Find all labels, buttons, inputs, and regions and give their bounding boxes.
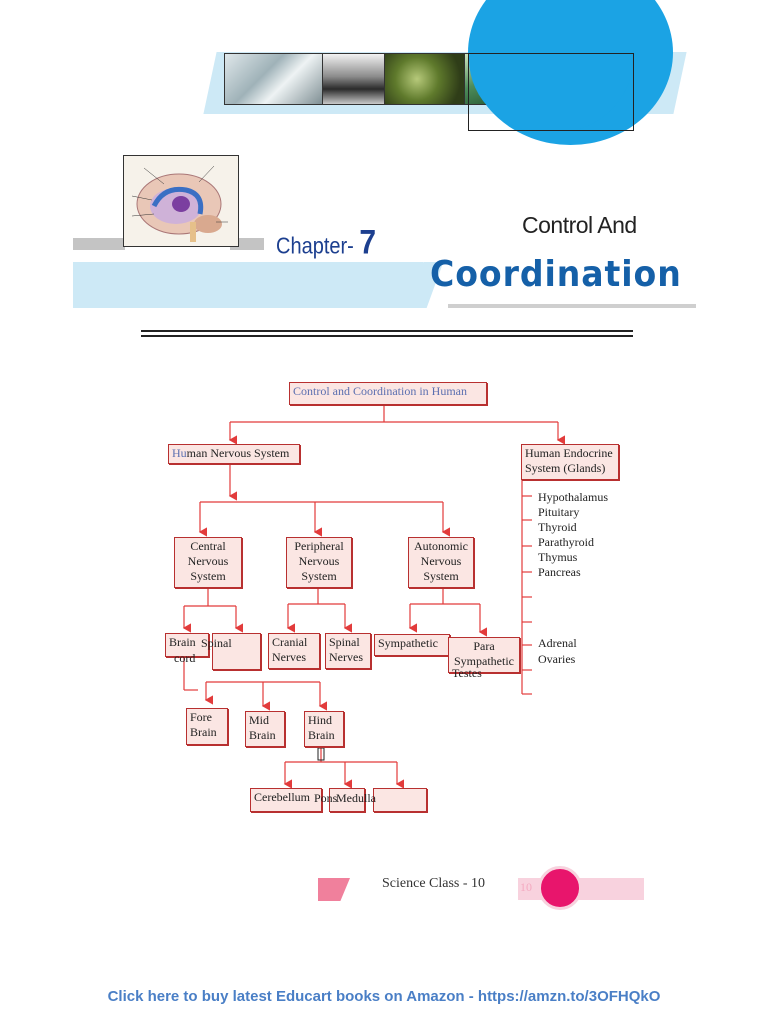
spinal-label: Spinal [201,636,232,650]
title-band [73,262,423,308]
nervous-system-node: Human Nervous System [168,444,300,464]
mid-brain-node: Mid Brain [245,711,285,747]
divider-top [141,330,633,332]
sympathetic-node: Sympathetic [374,634,450,656]
chapter-title-line1: Control And [522,212,637,238]
medulla-label: Medulla [336,791,376,805]
footer-book-title: Science Class - 10 [382,876,486,891]
spinal-cord-node [212,633,261,670]
pons-node [329,788,365,812]
brain-node: Brain [165,633,209,657]
dna-photo [224,53,324,105]
gland-adrenal: Adrenal [538,636,577,650]
gland-pituitary: Pituitary [538,505,580,519]
cerebellum-node: Cerebellum [250,788,322,812]
ans-node: Autonomic Nervous System [408,537,474,588]
gland-parathyroid: Parathyroid [538,535,594,549]
page-number-circle-icon [538,866,582,910]
brain-illustration [123,155,239,247]
chapter-number: 7 [359,223,377,262]
parasympathetic-node: Para Sympathetic [448,637,520,673]
hind-brain-node: Hind Brain [304,711,344,747]
footer-page-number: 10 [520,880,532,894]
cord-label: cord [174,651,196,665]
title-underline [448,304,696,308]
brain-icon [131,165,228,242]
gland-thymus: Thymus [538,550,578,564]
medulla-node [373,788,427,812]
endocrine-node: Human Endocrine System (Glands) [521,444,619,480]
cranial-nerves-node: Cranial Nerves [268,633,320,669]
root-node: Control and Coordination in Human [289,382,487,405]
cns-node: Central Nervous System [174,537,242,588]
header-frame [468,53,634,131]
pns-node: Peripheral Nervous System [286,537,352,588]
microscope-photo [322,53,386,105]
gland-hypothalamus: Hypothalamus [538,490,608,504]
chapter-label: Chapter- 7 [276,223,377,262]
chapter-title-line2: Coordination [430,254,682,295]
spinal-nerves-node: Spinal Nerves [325,633,371,669]
gland-ovaries: Ovaries [538,652,576,666]
buy-books-link[interactable]: Click here to buy latest Educart books o… [107,988,661,1005]
fore-brain-node: Fore Brain [186,708,228,745]
gland-pancreas: Pancreas [538,565,581,579]
gray-bar-left [73,238,125,250]
footer-left-tab [318,878,350,901]
pons-label: Pons [314,791,338,805]
gland-thyroid: Thyroid [538,520,577,534]
plant-photo [384,53,466,105]
divider-bottom [141,335,633,337]
testes-label: Testes [452,666,482,680]
